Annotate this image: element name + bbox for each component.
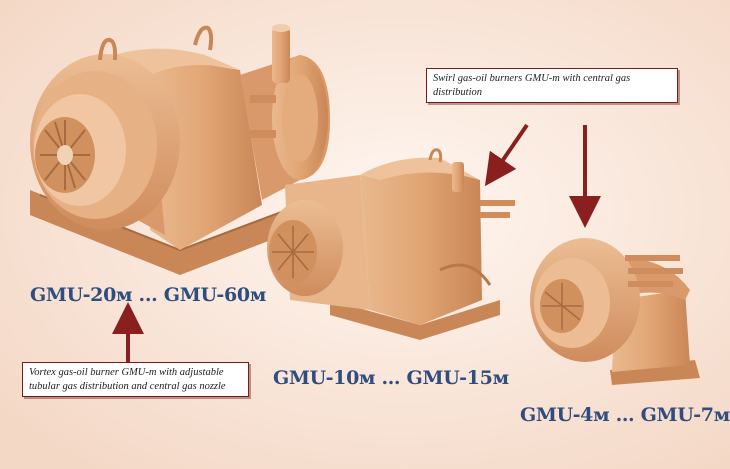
swirl-burner-callout-text: Swirl gas-oil burners GMU-m with central… [433, 73, 631, 98]
small-burner-image [530, 238, 700, 385]
medium-burner-model-label: GMU-10м … GMU-15м [273, 367, 509, 389]
large-burner-model-label: GMU-20м ... GMU-60м [30, 284, 267, 306]
vortex-burner-callout-line1: Vortex gas-oil burner GMU-m with adjusta… [29, 367, 224, 378]
small-burner-model-label: GMU-4м … GMU-7м [520, 404, 730, 426]
medium-burner-image [267, 148, 515, 340]
swirl-burner-callout: Swirl gas-oil burners GMU-m with central… [426, 68, 678, 103]
large-burner-image [30, 24, 330, 275]
vortex-burner-callout-line2: tubular gas distribution and central gas… [29, 380, 226, 392]
vortex-burner-callout: Vortex gas-oil burner GMU-m with adjusta… [22, 362, 249, 397]
